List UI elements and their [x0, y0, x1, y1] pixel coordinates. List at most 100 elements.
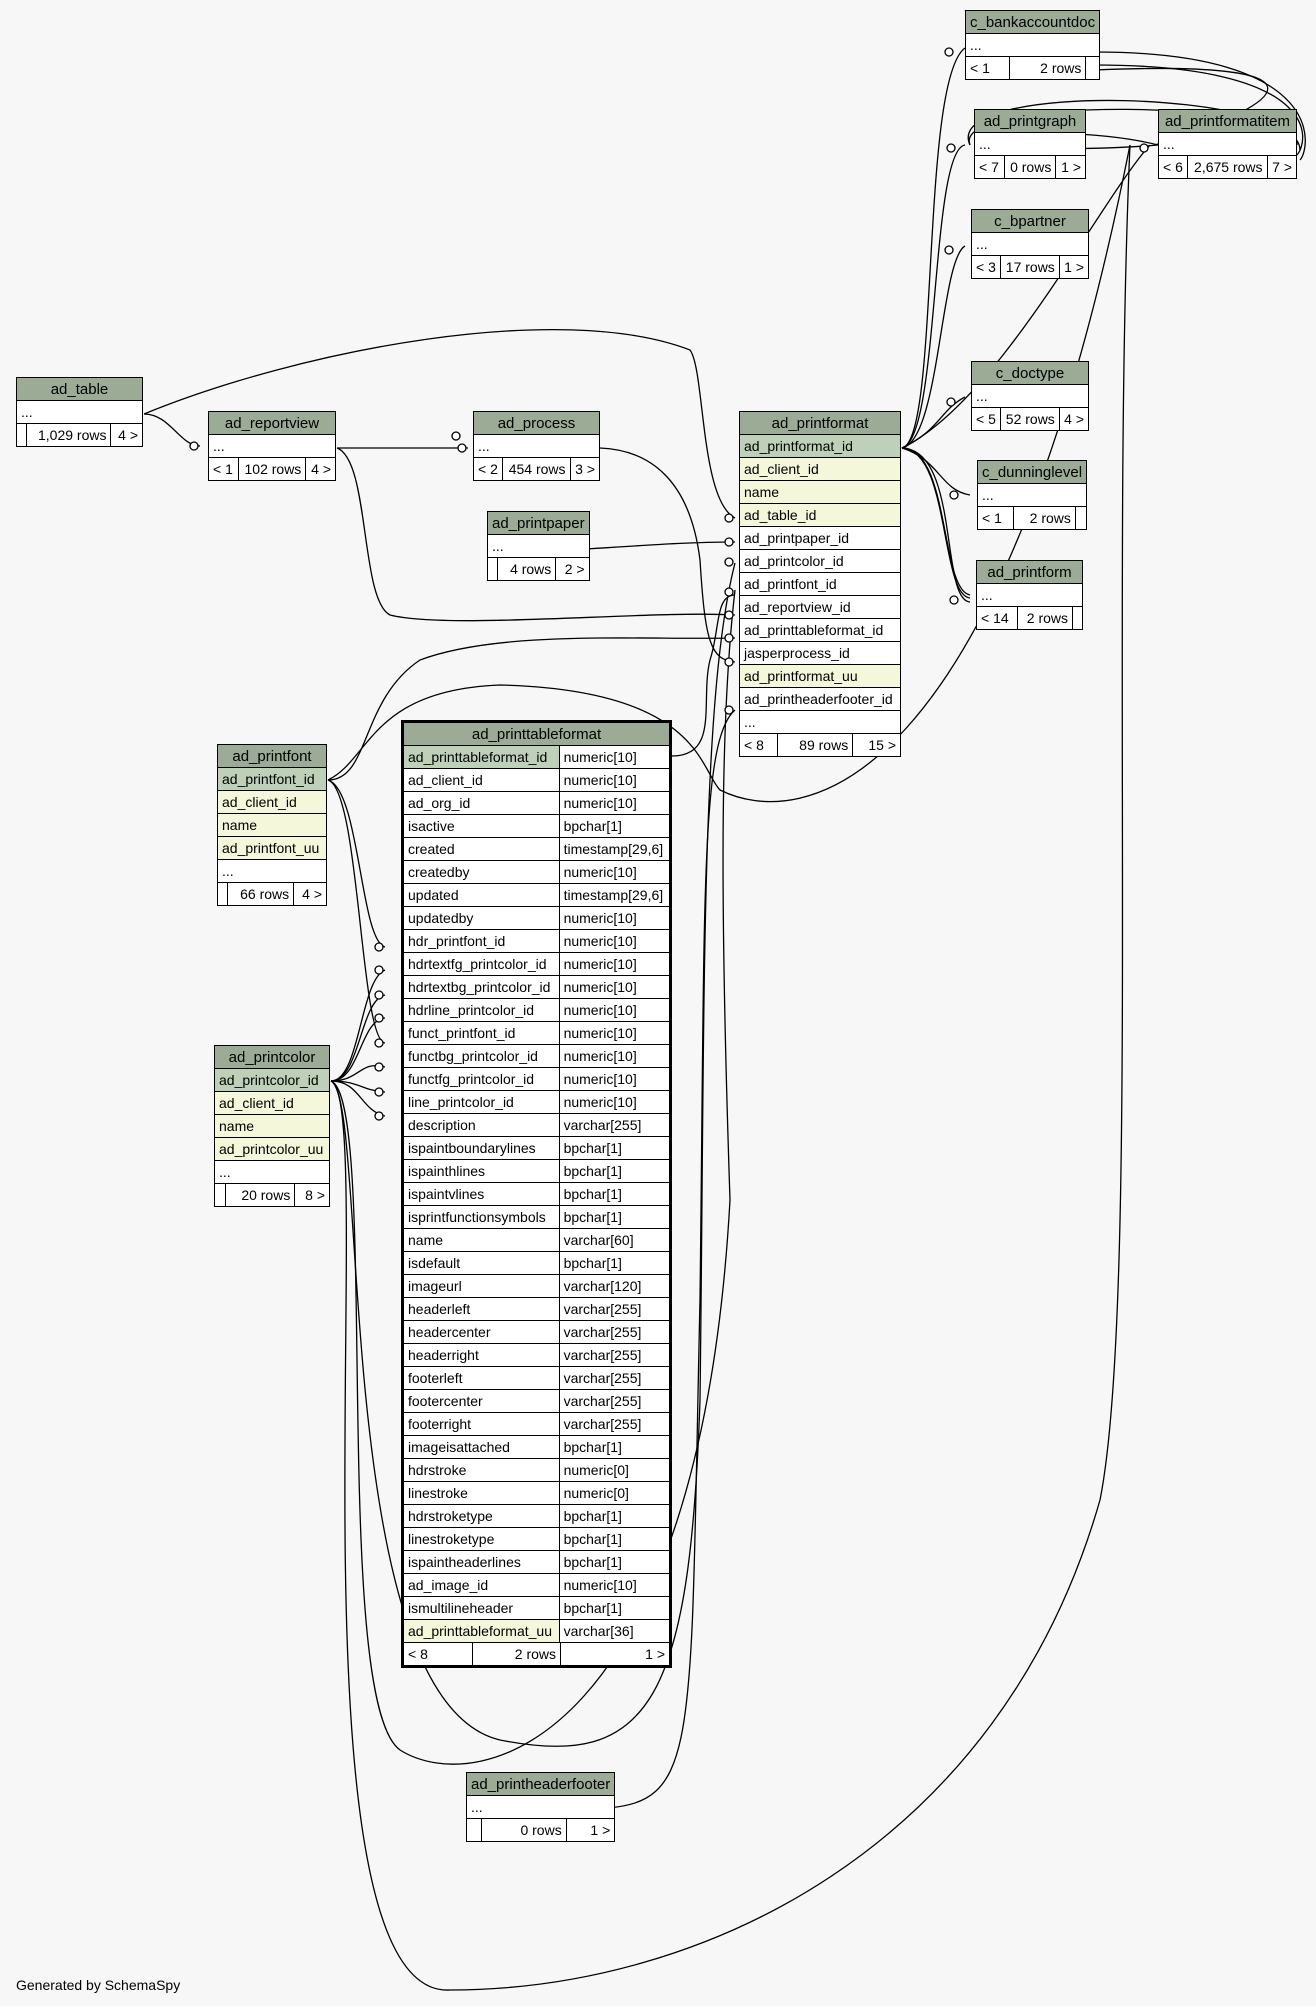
column-type-cell: varchar[120] [558, 1274, 672, 1298]
children-link[interactable]: 4 > [110, 423, 143, 447]
parents-link[interactable]: < 2 [472, 457, 504, 481]
relationship-edge [585, 541, 736, 550]
table-title[interactable]: ad_printcolor [214, 1045, 330, 1069]
table-title[interactable]: c_dunninglevel [976, 460, 1088, 484]
row-count: 4 rows [497, 557, 557, 581]
children-link[interactable] [1072, 606, 1083, 630]
table-title[interactable]: ad_printpaper [487, 511, 590, 535]
children-link[interactable]: 4 > [1058, 407, 1090, 431]
parents-link[interactable]: < 3 [970, 255, 1002, 279]
column-type-cell: varchar[255] [558, 1389, 672, 1413]
parents-link[interactable]: < 14 [976, 606, 1018, 630]
children-link[interactable]: 1 > [1058, 255, 1090, 279]
parents-link[interactable] [16, 423, 27, 447]
column-ellipsis: ... [217, 859, 327, 883]
table-ad-printtableformat[interactable]: ad_printtableformat ad_printtableformat_… [401, 720, 672, 1668]
children-link[interactable]: 4 > [293, 882, 327, 906]
parents-link[interactable] [486, 557, 499, 581]
table-title[interactable]: ad_printtableformat [402, 721, 671, 746]
children-link[interactable]: 3 > [569, 457, 601, 481]
relationship-edge [143, 413, 201, 447]
table-title[interactable]: ad_table [16, 377, 143, 401]
relationship-edge [327, 637, 736, 781]
parents-link[interactable] [216, 882, 229, 906]
parents-link[interactable]: < 8 [739, 733, 778, 757]
column-type-cell: numeric[10] [558, 1021, 672, 1045]
column-name-cell: funct_printfont_id [402, 1021, 560, 1045]
table-title[interactable]: ad_printformatitem [1158, 109, 1297, 133]
crowfoot-marker [374, 965, 384, 975]
parents-link[interactable]: < 1 [208, 457, 239, 481]
table-title[interactable]: c_doctype [971, 361, 1089, 385]
children-link[interactable]: 7 > [1266, 155, 1298, 179]
parents-link[interactable]: < 5 [970, 407, 1002, 431]
table-title[interactable]: ad_printgraph [974, 109, 1086, 133]
table-ad-printcolor[interactable]: ad_printcolor ad_printcolor_id ad_client… [214, 1045, 330, 1207]
table-title[interactable]: c_bpartner [971, 209, 1089, 233]
relationship-edge [1094, 51, 1306, 161]
column-ad-printcolor-id: ad_printcolor_id [214, 1068, 330, 1092]
table-title[interactable]: c_bankaccountdoc [964, 10, 1101, 34]
row-count: 1,029 rows [25, 423, 112, 447]
row-count: 66 rows [227, 882, 295, 906]
parents-link[interactable]: < 6 [1157, 155, 1189, 179]
parents-link[interactable]: < 1 [977, 506, 1014, 530]
table-ad-printfont[interactable]: ad_printfont ad_printfont_id ad_client_i… [216, 744, 327, 906]
column-type-cell: numeric[10] [558, 1090, 672, 1114]
parents-link[interactable] [214, 1183, 226, 1207]
relationship-edge [607, 709, 736, 1809]
table-title[interactable]: ad_process [473, 411, 600, 435]
column-name-cell: updatedby [402, 906, 560, 930]
children-link[interactable]: 15 > [852, 733, 901, 757]
column-name-cell: line_printcolor_id [402, 1090, 560, 1114]
parents-link[interactable] [465, 1818, 483, 1842]
table-title[interactable]: ad_printfont [217, 744, 327, 768]
table-title[interactable]: ad_printheaderfooter [465, 1772, 616, 1796]
table-title[interactable]: ad_printform [976, 560, 1083, 584]
parents-link[interactable]: < 7 [974, 155, 1005, 179]
children-link[interactable]: 2 > [555, 557, 590, 581]
column-type-cell: varchar[255] [558, 1297, 672, 1321]
crowfoot-marker [724, 587, 734, 597]
children-link[interactable] [1085, 56, 1101, 80]
column-type-cell: bpchar[1] [558, 1205, 672, 1229]
column-ellipsis: ... [971, 384, 1089, 408]
crowfoot-marker [724, 705, 734, 715]
children-link[interactable]: 1 > [565, 1818, 616, 1842]
parents-link[interactable]: < 8 [404, 1643, 473, 1665]
children-link[interactable]: 8 > [294, 1183, 330, 1207]
column-name-cell: hdr_printfont_id [402, 929, 560, 953]
children-link[interactable] [1074, 506, 1088, 530]
column-type-cell: varchar[36] [558, 1619, 672, 1643]
children-link[interactable]: 1 > [1055, 155, 1086, 179]
children-link[interactable]: 4 > [305, 457, 336, 481]
children-link[interactable]: 1 > [645, 1646, 665, 1662]
table-title[interactable]: ad_reportview [208, 411, 336, 435]
table-ad-printformat[interactable]: ad_printformat ad_printformat_id ad_clie… [739, 411, 901, 757]
table-title[interactable]: ad_printformat [739, 411, 901, 435]
column-ellipsis: ... [1158, 132, 1297, 156]
column-name-cell: hdrline_printcolor_id [402, 998, 560, 1022]
parents-link[interactable]: < 1 [965, 56, 1010, 80]
